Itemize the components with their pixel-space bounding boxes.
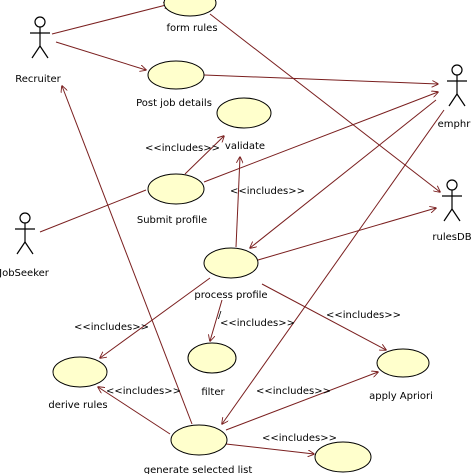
include-label: <<includes>> <box>230 186 305 197</box>
form-rules-label: form rules <box>166 23 217 34</box>
use-case-process-profile[interactable] <box>203 247 259 279</box>
generate-recruiter-link <box>62 86 193 425</box>
recruiter-form-rules-link <box>51 4 170 35</box>
apply-apriori-label: apply Apriori <box>369 391 433 402</box>
process-profile-label: process profile <box>194 290 267 301</box>
process-derive-include <box>100 277 211 358</box>
include-label: <<includes>> <box>106 386 181 397</box>
jobseeker-submit-link <box>39 189 147 233</box>
use-case-submit-profile[interactable] <box>147 173 205 205</box>
process-validate-include <box>235 157 240 248</box>
validate-label: validate <box>225 141 265 152</box>
actor-recruiter[interactable]: Recruiter <box>15 16 62 85</box>
use-case-derive-rules[interactable] <box>52 356 108 388</box>
stick-figure-icon <box>30 16 50 59</box>
include-labels: <<includes>> <<includes>> <<includes>> <… <box>74 143 401 444</box>
use-case-validate[interactable] <box>216 97 272 129</box>
derive-rules-label: derive rules <box>48 400 107 411</box>
include-label: <<includes>> <box>220 318 295 329</box>
filter-label: filter <box>201 387 225 398</box>
include-label: <<includes>> <box>262 433 337 444</box>
generate-apriori-include <box>225 372 378 431</box>
use-case-apply-apriori[interactable] <box>376 348 430 378</box>
submit-profile-label: Submit profile <box>137 215 207 226</box>
jobseeker-label: JobSeeker <box>0 268 50 279</box>
submit-validate-include <box>184 136 224 175</box>
recruiter-label: Recruiter <box>15 74 61 85</box>
include-label: <<includes>> <box>256 386 331 397</box>
recruiter-post-job-link <box>55 41 146 70</box>
use-case-post-job-details[interactable] <box>147 60 205 90</box>
emphr-process-link <box>250 99 437 248</box>
stick-figure-icon <box>15 212 35 255</box>
submit-emphr-link <box>203 92 438 183</box>
process-rulesdb-link <box>257 208 436 261</box>
generate-bottom-include <box>225 443 314 454</box>
use-case-bottom-right[interactable] <box>314 441 372 473</box>
generate-selected-list-label: generate selected list <box>144 465 253 474</box>
actor-rulesdb[interactable]: rulesDB <box>432 179 472 243</box>
rulesdb-label: rulesDB <box>432 232 471 243</box>
emphr-label: emphr <box>438 119 472 130</box>
use-case-filter[interactable] <box>187 342 237 374</box>
use-cases: form rules Post job details validate Sub… <box>48 0 433 474</box>
post-job-details-label: Post job details <box>136 98 212 109</box>
include-label: <<includes>> <box>326 310 401 321</box>
emphr-generate-link <box>222 109 445 424</box>
stick-figure-icon <box>447 64 467 107</box>
actor-jobseeker[interactable]: JobSeeker <box>0 212 50 279</box>
post-job-emphr-link <box>203 74 438 84</box>
actor-emphr[interactable]: emphr <box>438 64 472 130</box>
use-case-generate-selected-list[interactable] <box>170 424 228 456</box>
process-apriori-include <box>261 283 386 350</box>
stray-mark: / <box>218 310 222 321</box>
include-label: <<includes>> <box>74 322 149 333</box>
use-case-form-rules[interactable] <box>163 0 217 17</box>
form-rules-rulesdb-link <box>209 13 440 192</box>
generate-derive-include <box>98 387 171 435</box>
process-filter-include <box>210 299 223 341</box>
connectors <box>39 4 445 454</box>
include-label: <<includes>> <box>145 143 220 154</box>
stick-figure-icon <box>442 179 462 222</box>
